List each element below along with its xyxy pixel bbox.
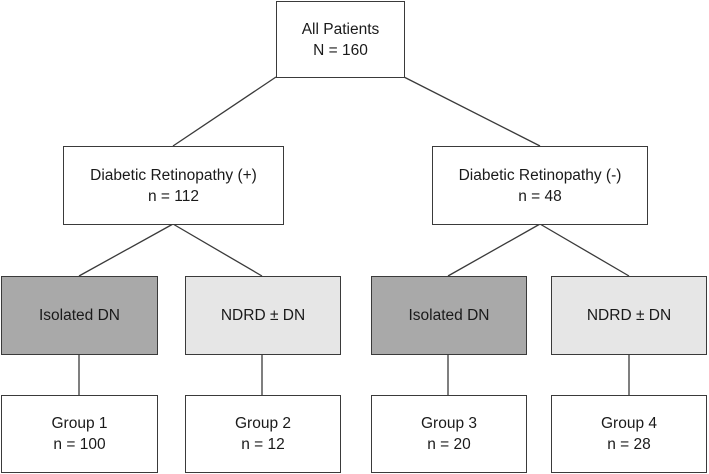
- group-count: n = 100: [53, 436, 106, 453]
- root-node-all-patients: All Patients N = 160: [276, 1, 405, 78]
- node-diabetic-retinopathy-negative: Diabetic Retinopathy (-) n = 48: [432, 146, 648, 225]
- root-node-count: N = 160: [313, 41, 368, 59]
- node-dr-negative-title: Diabetic Retinopathy (-): [458, 166, 622, 184]
- group-count: n = 28: [607, 436, 651, 453]
- group-label: Group 1: [51, 415, 108, 432]
- node-category-label: NDRD ± DN: [586, 307, 672, 324]
- connector-dr-positive-to-isolated: [78, 223, 174, 277]
- connector-root-to-dr-positive: [172, 76, 277, 147]
- group-label: Group 4: [600, 415, 657, 432]
- node-isolated-dn-dr-positive: Isolated DN: [1, 276, 158, 355]
- node-group-4: Group 4 n = 28: [551, 395, 707, 473]
- root-node-title: All Patients: [301, 20, 380, 38]
- connector-dr-negative-to-ndrd: [539, 223, 630, 277]
- group-label: Group 2: [234, 415, 291, 432]
- node-diabetic-retinopathy-positive: Diabetic Retinopathy (+) n = 112: [63, 146, 284, 225]
- node-dr-negative-count: n = 48: [518, 187, 562, 205]
- node-isolated-dn-dr-negative: Isolated DN: [371, 276, 527, 355]
- group-count: n = 12: [241, 436, 285, 453]
- connector-root-to-dr-negative: [403, 76, 541, 147]
- node-dr-positive-count: n = 112: [148, 187, 199, 205]
- node-ndrd-dr-positive: NDRD ± DN: [185, 276, 341, 355]
- group-label: Group 3: [420, 415, 477, 432]
- node-group-3: Group 3 n = 20: [371, 395, 527, 473]
- node-category-label: Isolated DN: [408, 307, 490, 324]
- node-group-1: Group 1 n = 100: [1, 395, 158, 473]
- node-group-2: Group 2 n = 12: [185, 395, 341, 473]
- node-category-label: Isolated DN: [39, 307, 120, 324]
- group-count: n = 20: [427, 436, 471, 453]
- node-ndrd-dr-negative: NDRD ± DN: [551, 276, 707, 355]
- connector-dr-positive-to-ndrd: [172, 223, 263, 277]
- connector-dr-negative-to-isolated: [447, 223, 541, 277]
- node-category-label: NDRD ± DN: [220, 307, 306, 324]
- node-dr-positive-title: Diabetic Retinopathy (+): [90, 166, 257, 184]
